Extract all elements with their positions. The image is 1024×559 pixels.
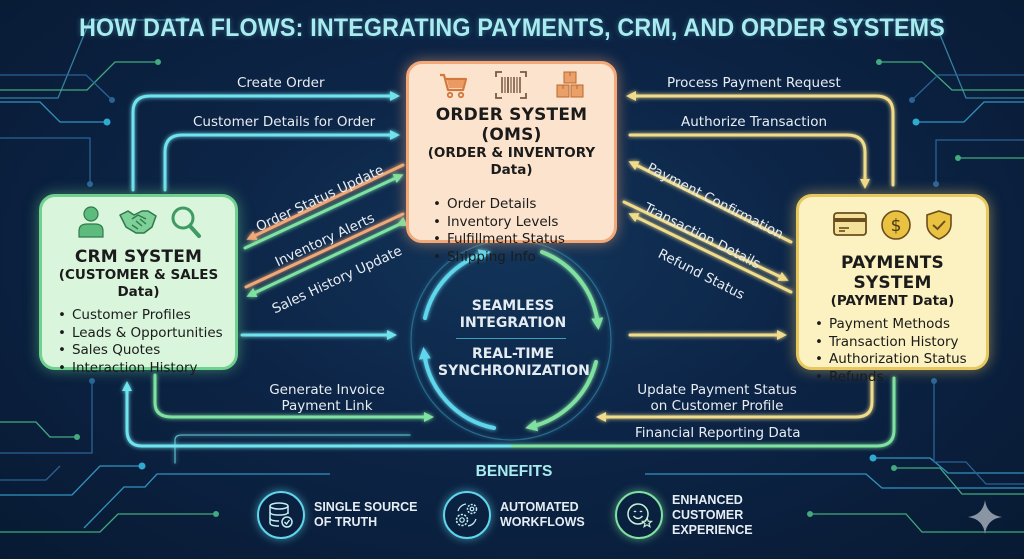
list-item: Order Details — [433, 196, 614, 214]
label-authorize-transaction: Authorize Transaction — [681, 114, 828, 130]
payments-subtitle: (PAYMENT Data) — [830, 293, 955, 309]
benefit-single-source: SINGLE SOURCE OF TRUTH — [257, 490, 418, 540]
flow-financial-reporting — [508, 376, 896, 448]
barcode-icon — [494, 70, 528, 102]
cycle-arc-bottom-right — [525, 360, 598, 432]
magnifier-icon — [170, 205, 202, 241]
oms-data-list: Order Details Inventory Levels Fulfillme… — [433, 196, 614, 266]
oms-icons — [409, 70, 614, 102]
flow-to-crm-bottom — [122, 381, 512, 448]
list-item: Fulfillment Status — [433, 231, 614, 249]
list-item: Shipping Info — [433, 249, 614, 267]
flow-customer-details — [163, 130, 400, 192]
svg-text:$: $ — [890, 216, 901, 236]
flow-process-payment — [626, 91, 895, 187]
crm-subtitle: (CUSTOMER & SALES Data) — [58, 267, 219, 300]
crm-system-box: CRM SYSTEM (CUSTOMER & SALES Data) Custo… — [39, 194, 238, 376]
list-item: Leads & Opportunities — [58, 325, 235, 343]
label-process-payment: Process Payment Request — [667, 75, 841, 91]
handshake-icon — [118, 205, 158, 241]
benefit-label: AUTOMATED WORKFLOWS — [500, 500, 585, 529]
flow-refund-status — [628, 213, 793, 294]
benefit-customer-experience: ENHANCED CUSTOMER EXPERIENCE — [615, 490, 753, 540]
benefit-label: SINGLE SOURCE OF TRUTH — [314, 500, 418, 529]
flow-payment-confirmation — [628, 161, 793, 244]
flow-sales-history-b — [246, 216, 408, 297]
crm-title: CRM SYSTEM — [74, 247, 203, 267]
list-item: Inventory Levels — [433, 214, 614, 232]
smiley-star-icon — [615, 491, 663, 539]
flow-update-payment-status — [596, 376, 874, 422]
flow-authorize-transaction — [628, 133, 870, 189]
list-item: Refunds — [815, 369, 986, 387]
benefit-label: ENHANCED CUSTOMER EXPERIENCE — [672, 492, 753, 537]
list-item: Sales Quotes — [58, 342, 235, 360]
flow-transaction-details — [622, 200, 789, 281]
center-line-realtime: REAL-TIME — [471, 346, 555, 362]
list-item: Transaction History — [815, 334, 986, 352]
label-generate-invoice: Generate Invoice Payment Link — [269, 382, 385, 414]
oms-subtitle: (ORDER & INVENTORY Data) — [427, 145, 596, 178]
circuit-decorations — [0, 17, 1024, 533]
center-divider — [456, 338, 566, 339]
sparkle-icon — [966, 498, 1004, 536]
list-item: Authorization Status — [815, 351, 986, 369]
benefit-automated-workflows: AUTOMATED WORKFLOWS — [443, 490, 585, 540]
boxes-icon — [554, 70, 586, 102]
benefits-title: BENEFITS — [475, 463, 553, 480]
payments-title: PAYMENTS SYSTEM — [841, 253, 944, 293]
gears-cycle-icon — [443, 491, 491, 539]
dollar-coin-icon: $ — [880, 209, 912, 243]
shield-check-icon — [924, 209, 954, 243]
database-check-icon — [257, 491, 305, 539]
list-item: Customer Profiles — [58, 307, 235, 325]
crm-data-list: Customer Profiles Leads & Opportunities … — [58, 307, 235, 377]
shopping-cart-icon — [438, 70, 468, 102]
center-line-synchronization: SYNCHRONIZATION — [438, 363, 590, 379]
list-item: Payment Methods — [815, 316, 986, 334]
list-item: Interaction History — [58, 360, 235, 378]
page-title: HOW DATA FLOWS: INTEGRATING PAYMENTS, CR… — [79, 14, 945, 42]
credit-card-icon — [832, 209, 868, 243]
oms-title: ORDER SYSTEM (OMS) — [435, 105, 588, 145]
flow-generate-invoice — [153, 373, 434, 422]
payments-icons: $ — [799, 209, 986, 243]
center-line-seamless: SEAMLESS — [471, 298, 555, 314]
payments-system-box: $ PAYMENTS SYSTEM (PAYMENT Data) Payment… — [796, 194, 989, 385]
label-financial-reporting: Financial Reporting Data — [635, 425, 801, 441]
label-update-payment-status: Update Payment Status on Customer Profil… — [637, 382, 797, 414]
center-line-integration: INTEGRATION — [459, 315, 567, 331]
cycle-arc-bottom-left — [418, 347, 496, 430]
payments-data-list: Payment Methods Transaction History Auth… — [815, 316, 986, 386]
crm-icons — [42, 205, 235, 241]
label-create-order: Create Order — [237, 75, 325, 91]
user-icon — [76, 205, 106, 241]
label-customer-details: Customer Details for Order — [193, 114, 376, 130]
order-system-box: ORDER SYSTEM (OMS) (ORDER & INVENTORY Da… — [406, 61, 617, 265]
flow-create-order — [131, 91, 400, 192]
